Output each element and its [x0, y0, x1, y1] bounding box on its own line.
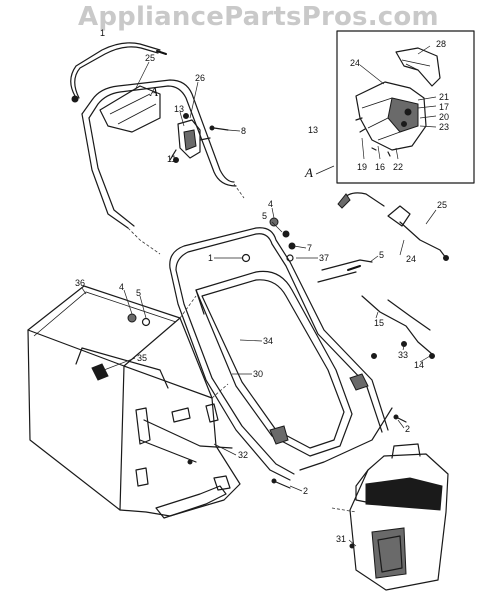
callout-37: 37	[319, 253, 329, 263]
handle-hardware	[127, 192, 449, 359]
callout-16: 28	[436, 39, 446, 49]
callout-19: 19	[357, 162, 367, 172]
callout-18: 17	[439, 102, 449, 112]
callout-2-right: 2	[405, 424, 410, 434]
callout-30: 30	[253, 369, 263, 379]
callout-36: 36	[75, 278, 85, 288]
detail-a-inset	[336, 30, 475, 184]
callout-11: 11	[167, 154, 176, 164]
callout-6: 7	[307, 243, 312, 253]
grass-catcher	[27, 285, 241, 519]
callout-25: 24	[406, 254, 416, 264]
reference-a-handle: A	[149, 84, 158, 99]
callout-31: 31	[336, 534, 346, 544]
callout-21: 21	[439, 92, 449, 102]
watermark-text: AppliancePartsPros.com	[78, 2, 439, 32]
callout-leaders	[81, 45, 437, 547]
fasteners	[187, 414, 407, 489]
callout-numbers: 28 24 21 17 20 23 19 16 22 13 1 25 26 13…	[75, 28, 449, 544]
callout-5-top: 5	[262, 211, 267, 221]
callout-3: 4	[119, 282, 124, 292]
callout-8: 8	[241, 126, 246, 136]
callout-23: 23	[439, 122, 449, 132]
callout-26: 25	[437, 200, 447, 210]
callout-29: 26	[195, 73, 205, 83]
callout-33: 33	[398, 350, 408, 360]
reference-a-detail: A	[304, 165, 313, 180]
callout-20: 20	[439, 112, 449, 122]
callout-3-top: 4	[268, 199, 273, 209]
callout-34: 34	[263, 336, 273, 346]
callout-5: 5	[136, 288, 141, 298]
callout-4: 5	[379, 250, 384, 260]
rear-bag	[331, 443, 449, 591]
callout-22: 22	[393, 162, 403, 172]
callout-13: 13	[174, 104, 184, 114]
upper-handle-assembly	[70, 42, 245, 255]
callout-28: 25	[145, 53, 155, 63]
reference-a-arrow	[315, 165, 335, 175]
callout-1: 1	[208, 253, 213, 263]
callout-32: 32	[238, 450, 248, 460]
callout-1-top: 1	[100, 28, 105, 38]
lower-handle-frame	[169, 227, 407, 481]
callout-2: 2	[303, 486, 308, 496]
callout-13-detail: 13	[308, 125, 318, 135]
callout-35: 35	[137, 353, 147, 363]
callout-14: 14	[414, 360, 424, 370]
callout-17: 16	[375, 162, 385, 172]
callout-24: 24	[350, 58, 360, 68]
callout-15: 15	[374, 318, 384, 328]
